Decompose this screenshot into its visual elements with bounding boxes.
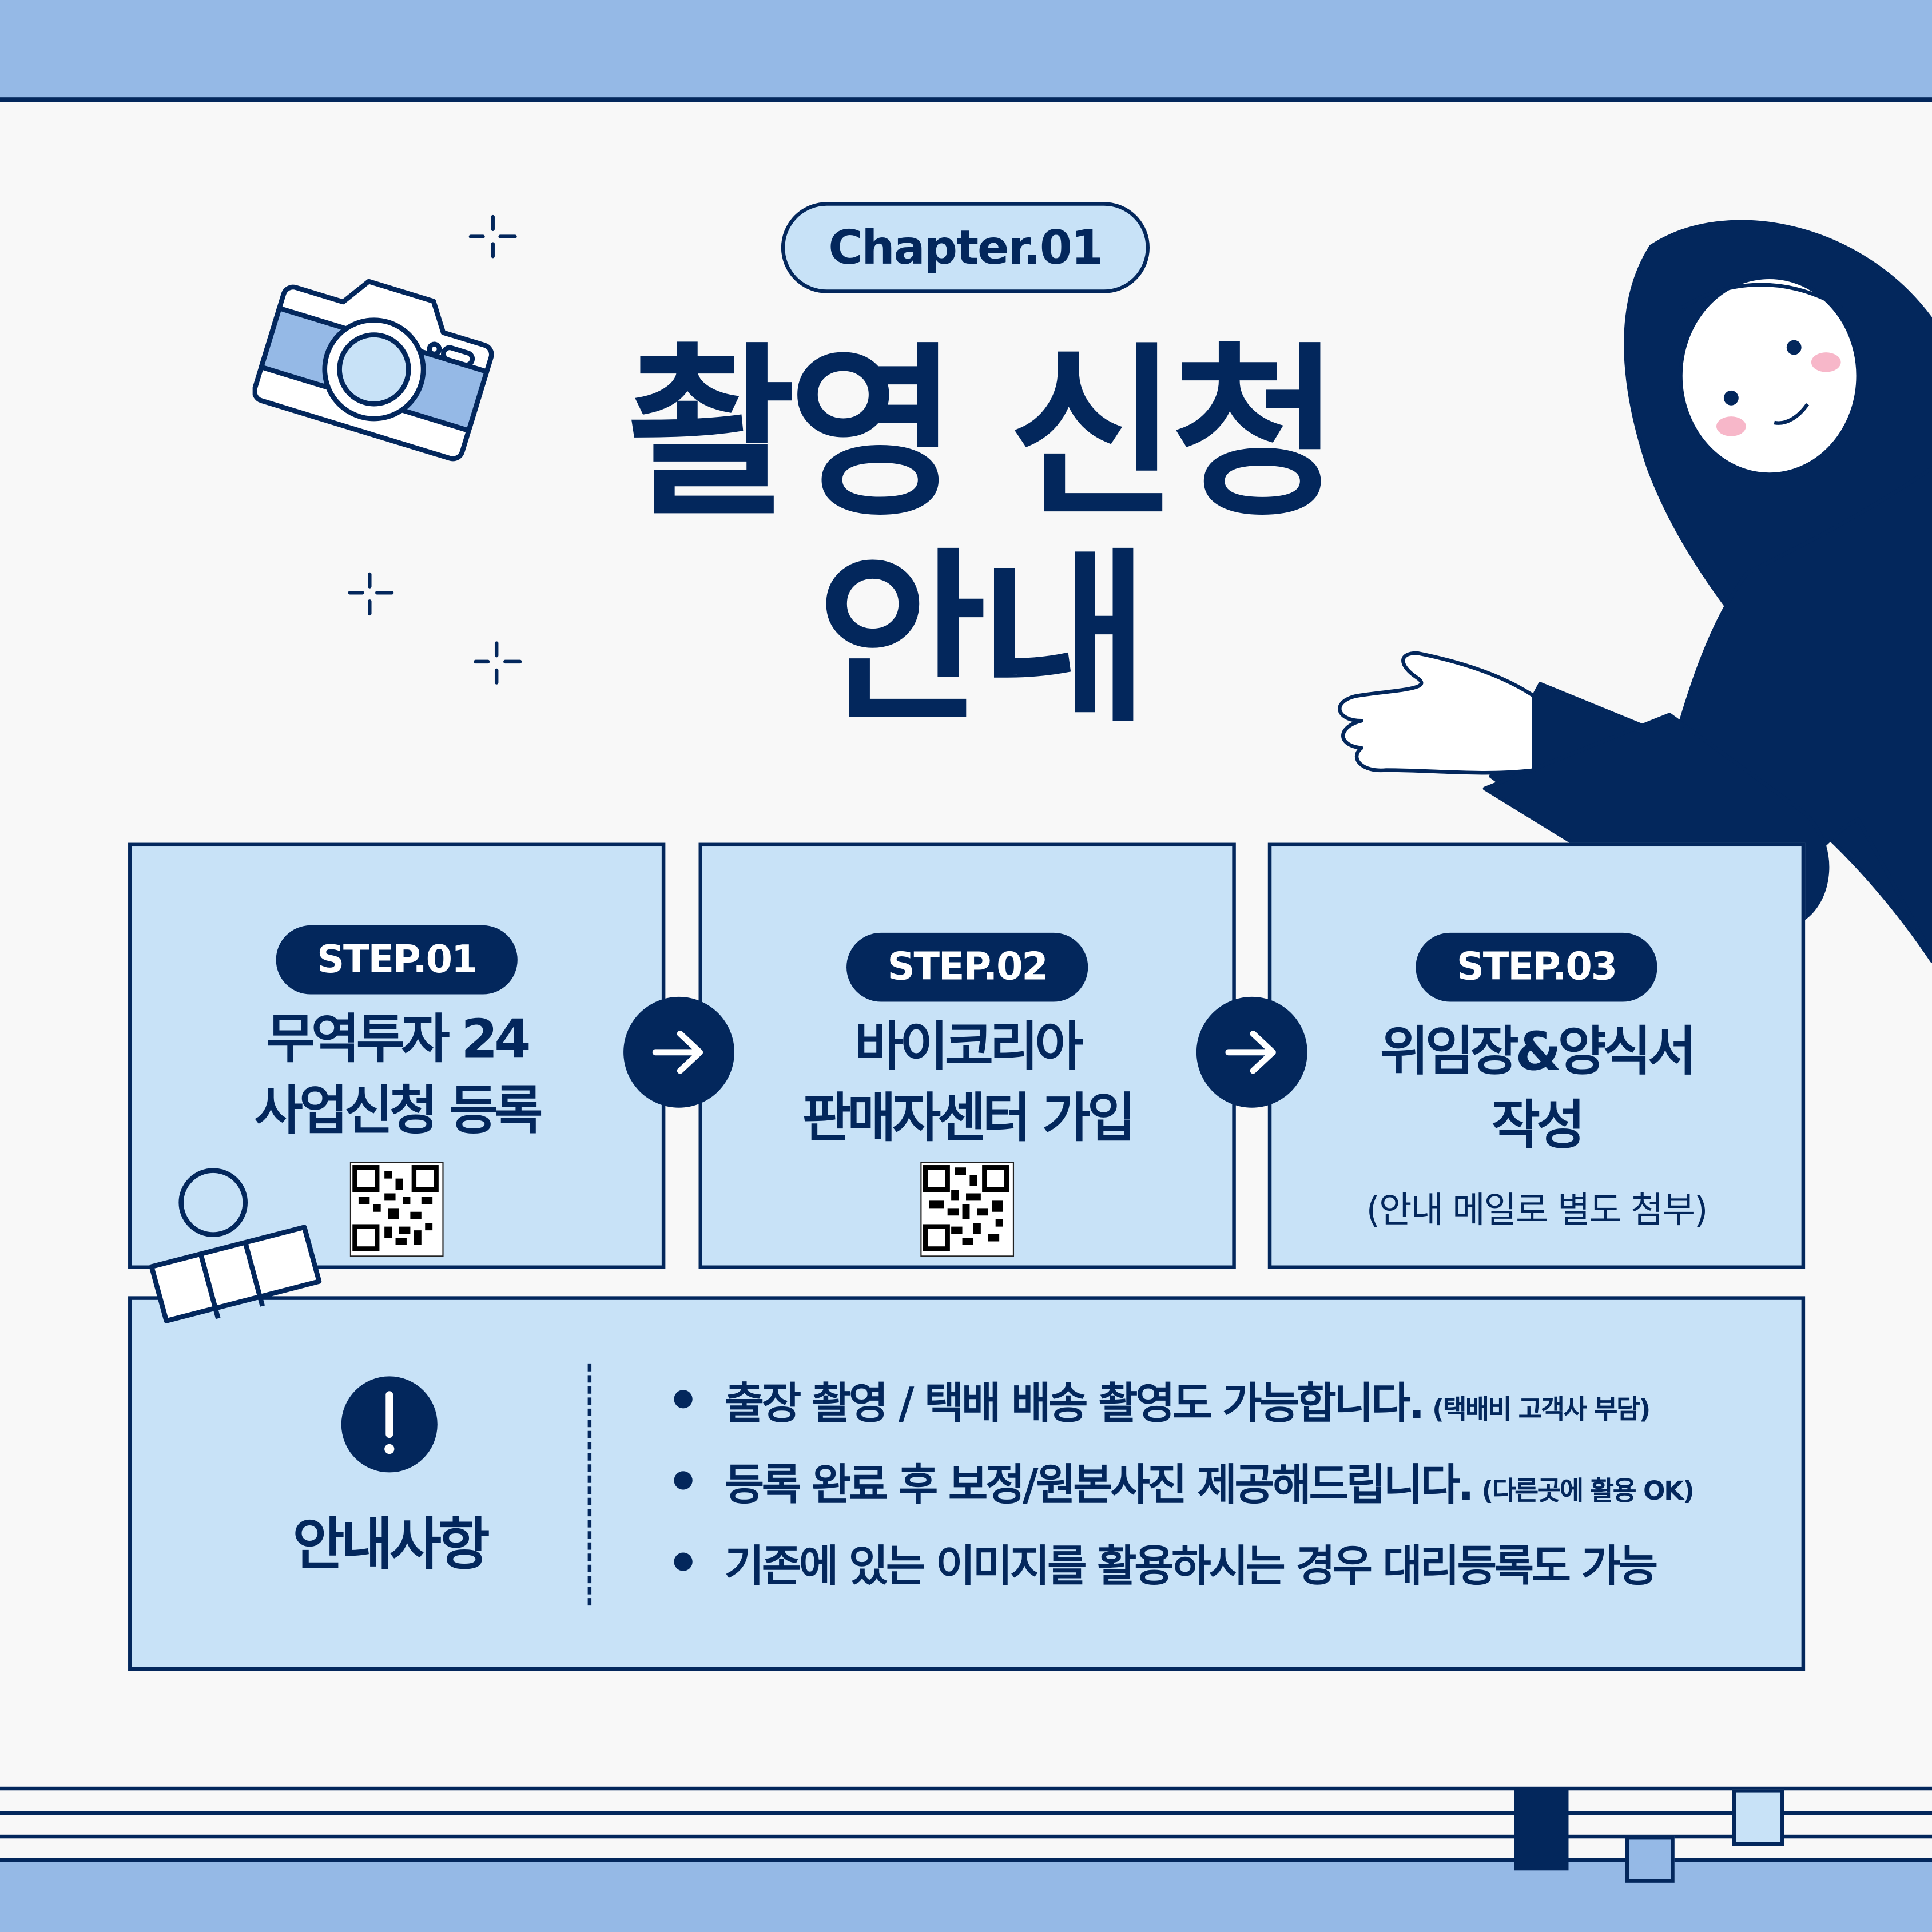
step-title-line2: 판매자센터 가입 — [802, 1088, 1136, 1150]
notice-box: 안내사항 출장 촬영 / 택배 배송 촬영도 가능합니다.(택배비 고객사 부담… — [128, 1296, 1806, 1671]
notice-item: 등록 완료 후 보정/원본사진 제공해드립니다.(다른곳에 활용 OK) — [674, 1450, 1695, 1513]
divider — [587, 1363, 592, 1606]
step-card-3: STEP.03 위임장&양식서 작성 (안내 메일로 별도 첨부) — [1267, 842, 1806, 1269]
page-title-line2: 안내 — [817, 533, 1150, 748]
top-band — [0, 0, 1932, 102]
stripe — [0, 1811, 1932, 1815]
arrow-right-icon — [1196, 996, 1307, 1108]
bullet-icon — [674, 1390, 693, 1409]
bottom-band — [0, 1858, 1932, 1932]
arrow-right-icon — [623, 996, 734, 1108]
qr-code[interactable] — [349, 1162, 444, 1257]
step-title-line1: 무역투자 24 — [266, 1009, 531, 1071]
step-title-line1: 바이코리아 — [854, 1016, 1083, 1079]
bullet-icon — [674, 1471, 693, 1490]
step-title-line1: 위임장&양식서 — [1380, 1021, 1696, 1083]
page-title-line1: 촬영 신청 — [626, 328, 1341, 542]
bullet-icon — [674, 1552, 693, 1571]
exclamation-icon — [341, 1376, 438, 1473]
binder-clip-icon — [149, 1168, 322, 1323]
decor-block — [1514, 1789, 1569, 1871]
notice-item: 기존에 있는 이미지를 활용하시는 경우 대리등록도 가능 — [674, 1532, 1658, 1595]
stripe — [0, 1786, 1932, 1791]
qr-code[interactable] — [920, 1162, 1015, 1257]
step-badge: STEP.02 — [846, 932, 1088, 1002]
step-card-2: STEP.02 바이코리아 판매자센터 가입 — [698, 842, 1236, 1269]
decor-block — [1625, 1835, 1675, 1883]
step-note: (안내 메일로 별도 첨부) — [1366, 1188, 1708, 1231]
sparkle-icons — [348, 214, 522, 685]
decor-block — [1732, 1789, 1784, 1846]
step-card-1: STEP.01 무역투자 24 사업신청 등록 — [128, 842, 666, 1269]
camera-icon — [252, 279, 494, 462]
step-badge: STEP.03 — [1416, 932, 1657, 1002]
step-title-line2: 사업신청 등록 — [254, 1080, 543, 1143]
chapter-badge: Chapter.01 — [781, 202, 1150, 293]
notice-item: 출장 촬영 / 택배 배송 촬영도 가능합니다.(택배비 고객사 부담) — [674, 1369, 1651, 1432]
step-badge: STEP.01 — [276, 925, 518, 995]
notice-heading: 안내사항 — [292, 1510, 490, 1577]
stripe — [0, 1834, 1932, 1839]
step-title-line2: 작성 — [1491, 1095, 1585, 1157]
